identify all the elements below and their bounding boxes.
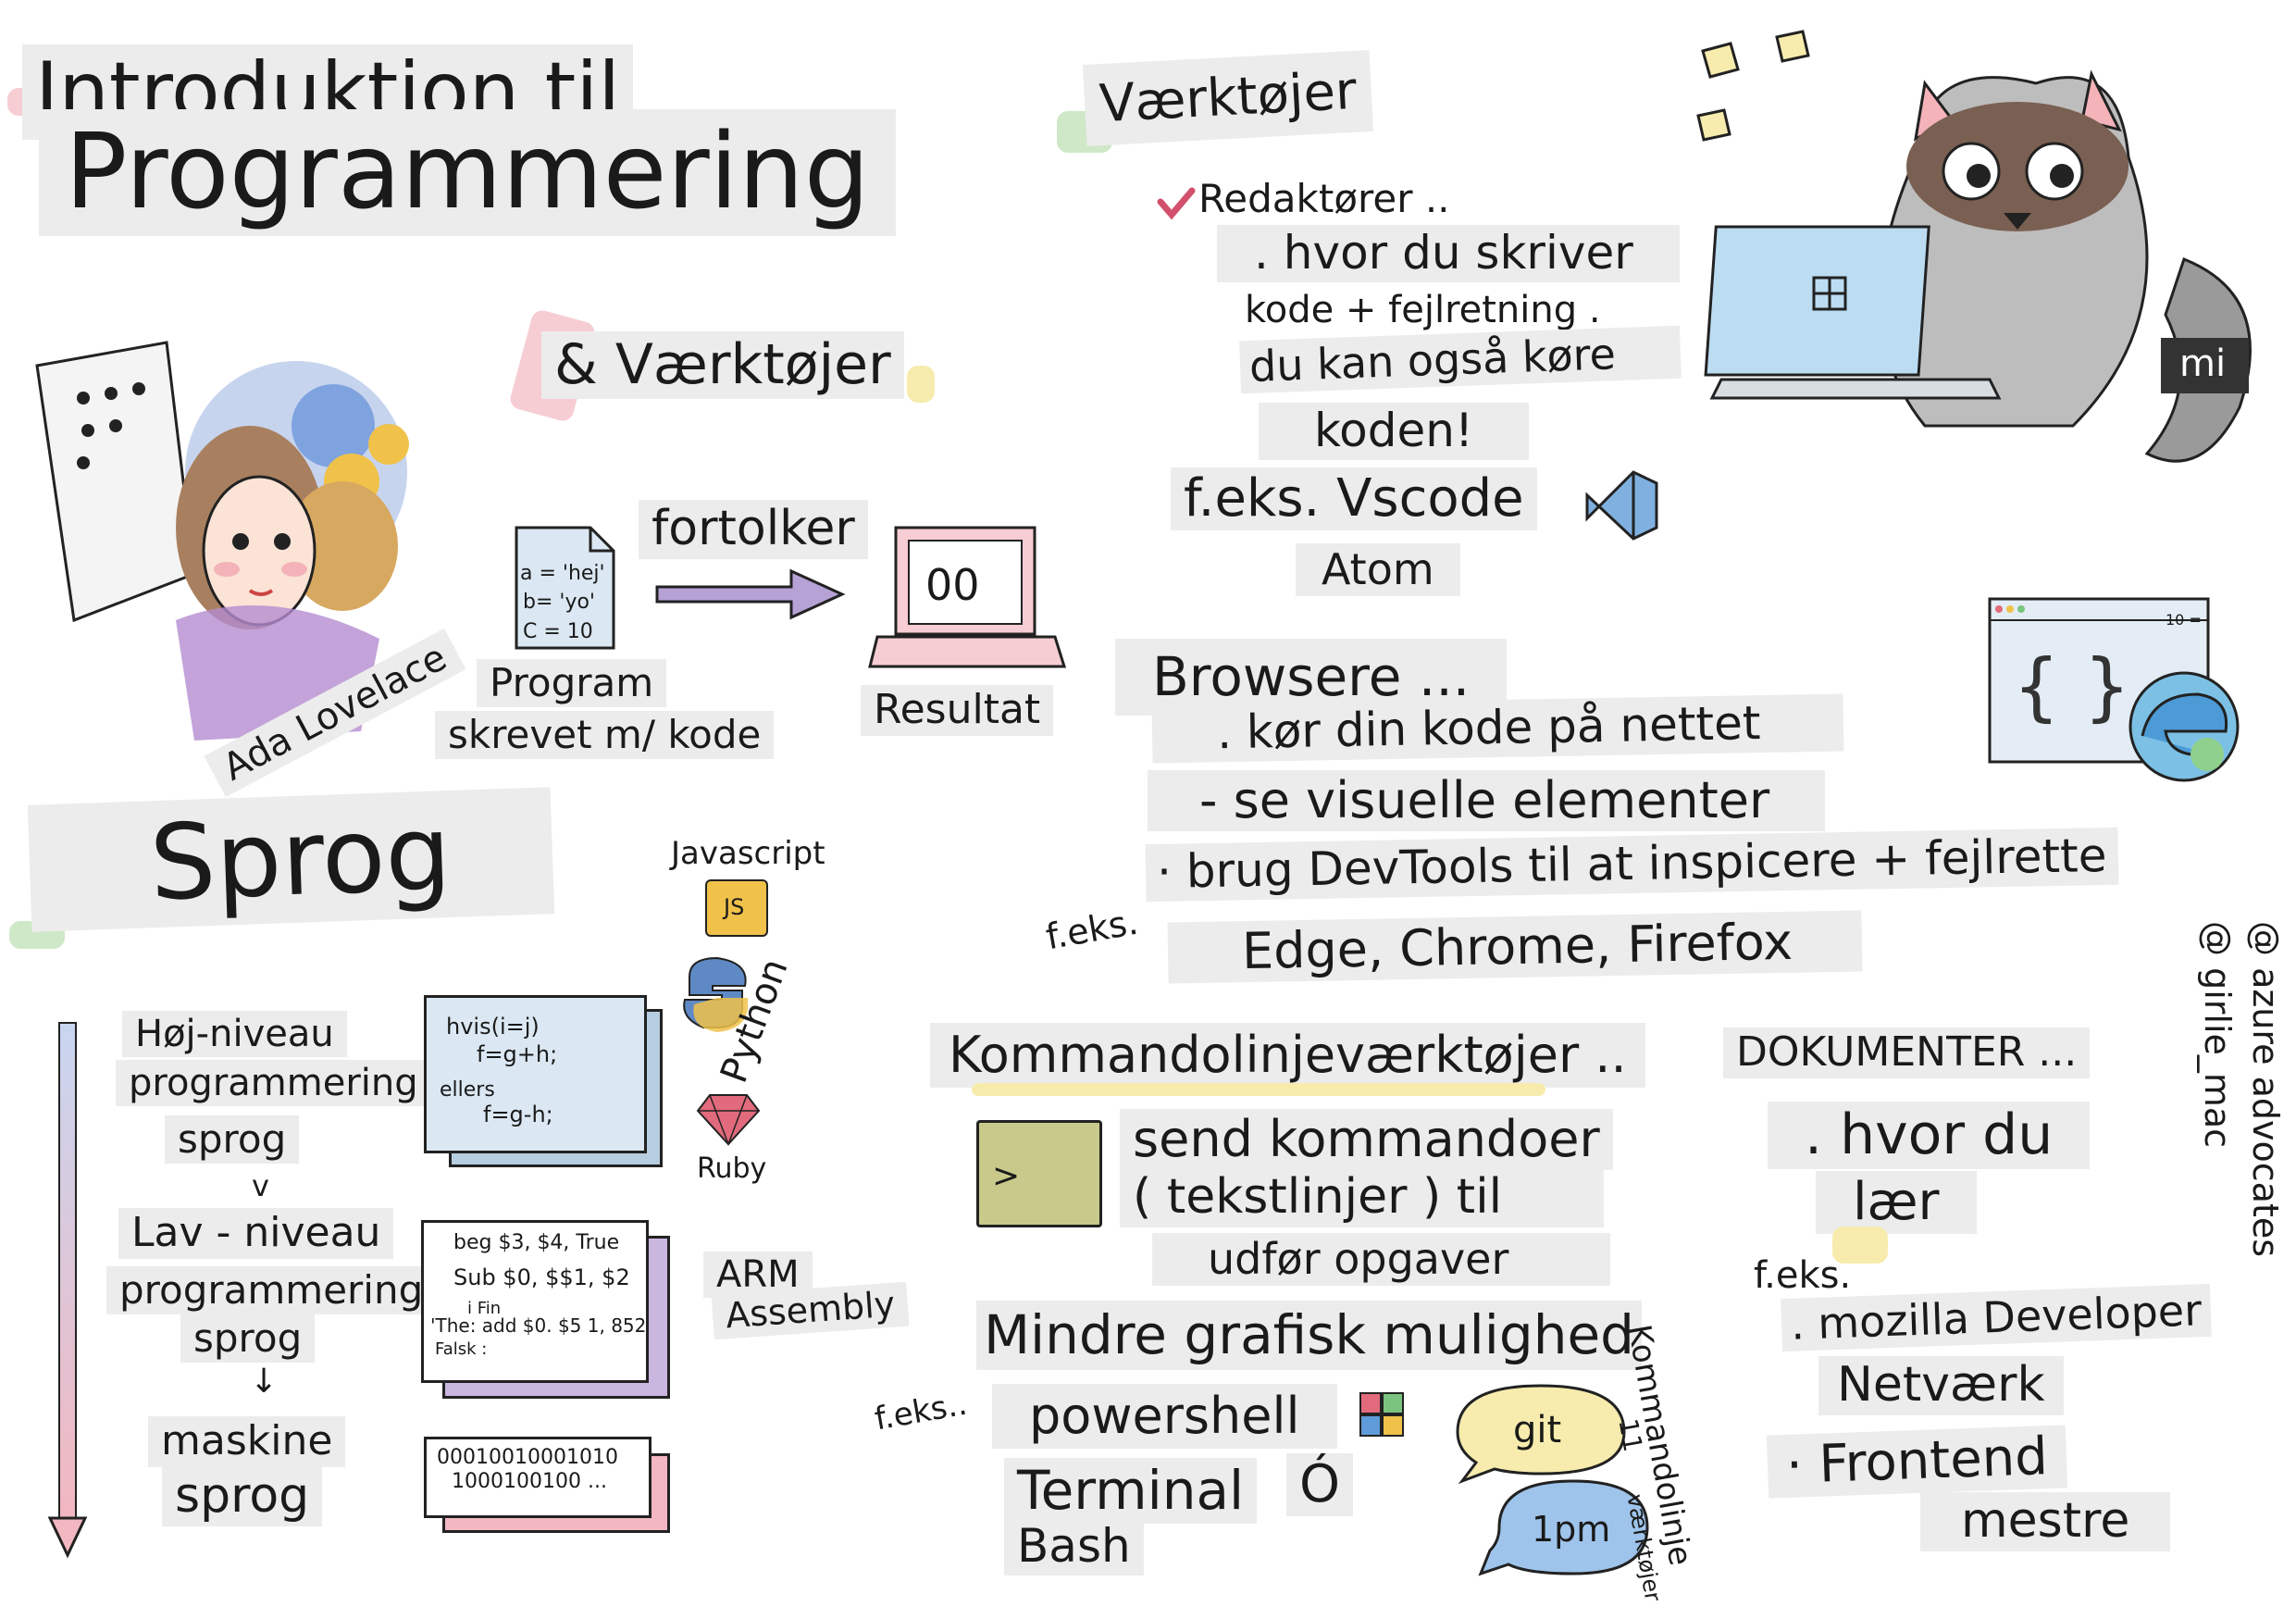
cli-desc-1: send kommandoer: [1120, 1109, 1613, 1171]
cli-example-bash: Bash: [1004, 1518, 1144, 1575]
result-label: Resultat: [861, 685, 1054, 736]
versus-v: v: [252, 1168, 269, 1203]
ruby-label: Ruby: [697, 1152, 767, 1185]
editors-example: f.eks. Vscode: [1171, 467, 1537, 531]
check-icon: [1157, 187, 1196, 220]
cli-desc-2: ( tekstlinjer ) til: [1120, 1168, 1605, 1227]
low-level-code-card: [421, 1220, 649, 1383]
terminal-prompt: >: [992, 1157, 1021, 1195]
cli-example-powershell: powershell: [992, 1384, 1337, 1450]
low-level-1: Lav - niveau: [118, 1208, 394, 1259]
browsers-desc-2: - se visuelle elementer: [1148, 770, 1826, 832]
high-code-line-4: f=g-h;: [483, 1102, 553, 1127]
ada-lovelace-illustration: [35, 341, 409, 741]
machine-code-line-1: 00010010001010: [437, 1446, 618, 1469]
browsers-desc-1: . kør din kode på nettet: [1151, 693, 1844, 764]
cli-yellow-accent: [972, 1083, 1545, 1096]
program-code-line-3: C = 10: [523, 620, 593, 643]
code-file-icon: [515, 526, 615, 650]
edge-browser-icon: [2128, 671, 2240, 782]
npm-bubble-icon: [1478, 1479, 1649, 1576]
tools-heading: Værktøjer: [1082, 49, 1374, 147]
js-badge: [705, 879, 768, 937]
laptop-icon: [868, 526, 1067, 668]
high-code-line-3: ellers: [440, 1078, 495, 1102]
program-sublabel: skrevet m/ kode: [435, 711, 775, 760]
credit-azure-advocates: @ azure advocates: [2245, 921, 2286, 1258]
browser-window-tab: 10 =: [2166, 611, 2202, 629]
low-level-2: programmering: [106, 1266, 437, 1315]
low-level-3: sprog: [180, 1314, 316, 1364]
js-badge-text: JS: [724, 894, 745, 920]
docs-example-label: f.eks.: [1754, 1254, 1852, 1297]
docs-desc-2: lær: [1816, 1171, 1977, 1235]
windows-logo-icon: [1359, 1392, 1404, 1437]
interpreter-arrow: [655, 568, 846, 620]
page-title: Programmering: [39, 109, 896, 236]
docs-heading: DOKUMENTER ...: [1723, 1027, 2091, 1078]
browsers-example-label: f.eks.: [1042, 901, 1142, 958]
credit-girlie-mac: @ girlie_mac: [2197, 921, 2238, 1149]
arm-label: ARM: [703, 1252, 813, 1298]
editors-desc-4: koden!: [1259, 403, 1529, 460]
interpreter-label: fortolker: [639, 500, 868, 559]
python-logo-icon: [683, 956, 748, 1032]
cli-example-terminal: Terminal: [1004, 1458, 1258, 1524]
editors-heading: Redaktører ..: [1198, 176, 1450, 221]
mac-apple-icon: Ó: [1286, 1453, 1354, 1517]
program-label: Program: [477, 659, 667, 708]
docs-example-3: · Frontend: [1766, 1425, 2067, 1500]
javascript-label: Javascript: [671, 835, 825, 872]
terminal-icon: [976, 1120, 1102, 1227]
docs-example-4: mestre: [1920, 1492, 2171, 1551]
browsers-desc-3: · brug DevTools til at inspicere + fejlr…: [1145, 827, 2118, 902]
high-level-3: sprog: [165, 1115, 300, 1164]
editors-desc-1: . hvor du skriver: [1217, 225, 1680, 282]
low-code-line-3: i Fin: [467, 1299, 502, 1318]
cli-desc-3: udfør opgaver: [1152, 1233, 1611, 1286]
editors-example-2: Atom: [1296, 543, 1460, 596]
cli-side-label-2: 11: [1612, 1416, 1649, 1454]
machine-level-2: sprog: [162, 1467, 323, 1526]
mascot-shirt-tag: mi: [2179, 342, 2227, 385]
high-level-1: Høj-niveau: [122, 1011, 347, 1057]
editors-desc-2: kode + fejlretning .: [1245, 289, 1601, 331]
high-code-line-2: f=g+h;: [477, 1041, 558, 1067]
cli-example-label: f.eks..: [872, 1385, 970, 1438]
program-code-line-2: b= 'yo': [523, 591, 595, 614]
high-level-code-card: [424, 995, 647, 1153]
low-code-line-5: Falsk :: [435, 1339, 488, 1359]
docs-desc-1: . hvor du: [1768, 1102, 2091, 1169]
docs-example-2: Netværk: [1818, 1356, 2064, 1415]
code-braces-icon: { }: [2013, 643, 2131, 729]
browsers-example: Edge, Chrome, Firefox: [1167, 910, 1863, 984]
low-code-line-2: Sub $0, $$1, $2: [453, 1264, 630, 1290]
result-screen-output: 00: [925, 560, 980, 610]
cli-heading: Kommandolinjeværktøjer ..: [930, 1023, 1645, 1089]
editors-desc-3: du kan også køre: [1239, 325, 1682, 394]
high-code-line-1: hvis(i=j): [446, 1014, 540, 1040]
down-arrow-glyph: ↓: [250, 1363, 279, 1401]
cli-desc-4: Mindre grafisk mulighed: [976, 1301, 1642, 1370]
title-yellow-accent: [907, 366, 935, 403]
raccoon-mascot-illustration: [1696, 30, 2252, 463]
low-code-line-1: beg $3, $4, True: [453, 1231, 620, 1254]
machine-code-card: [424, 1437, 652, 1518]
program-code-line-1: a = 'hej': [520, 562, 605, 585]
title-line-3: & Værktøjer: [541, 331, 904, 399]
machine-code-line-2: 1000100100 ...: [452, 1470, 607, 1493]
level-arrow: [47, 1022, 88, 1559]
machine-level-1: maskine: [148, 1416, 346, 1467]
high-level-2: programmering: [116, 1060, 431, 1106]
sprog-heading: Sprog: [27, 787, 555, 932]
npm-label: 1pm: [1532, 1509, 1611, 1550]
ruby-gem-icon: [696, 1094, 761, 1147]
git-label: git: [1513, 1409, 1562, 1451]
docs-yellow-accent: [1832, 1227, 1888, 1264]
low-code-line-4: 'The: add $0. $5 1, 852: [430, 1314, 647, 1337]
vscode-icon: [1585, 470, 1658, 541]
git-bubble-icon: [1456, 1384, 1626, 1485]
